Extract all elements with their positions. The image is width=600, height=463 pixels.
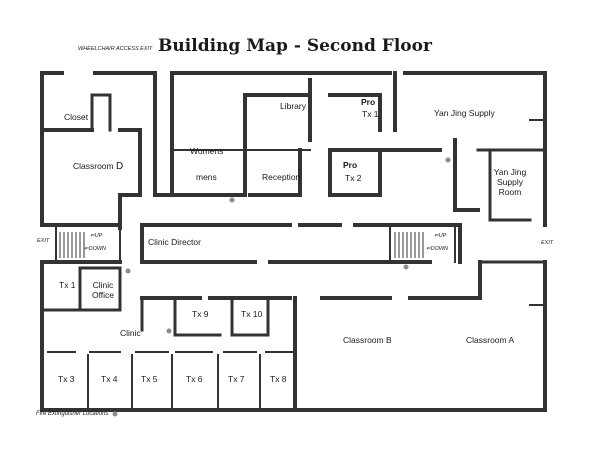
fire-extinguisher-markers <box>112 157 451 417</box>
extinguisher-icon <box>166 328 172 334</box>
room-classroom-d: Classroom D <box>73 161 124 172</box>
stair-right-down: ⇐DOWN <box>426 246 449 252</box>
stair-right-up: ⇐UP <box>434 233 447 239</box>
room-pro-tx1: Tx 1 <box>362 109 379 119</box>
room-closet: Closet <box>64 112 89 122</box>
extinguisher-icon <box>112 411 118 417</box>
room-tx6: Tx 6 <box>186 374 203 384</box>
extinguisher-icon <box>403 264 409 270</box>
wheelchair-exit-label: WHEELCHAIR ACCESS EXIT <box>78 46 153 52</box>
room-mens: mens <box>196 172 217 182</box>
room-tx8: Tx 8 <box>270 374 287 384</box>
room-tx10: Tx 10 <box>241 309 263 319</box>
walls <box>40 71 547 412</box>
room-yan-jing-supply: Yan Jing Supply <box>434 108 495 118</box>
room-classroom-b: Classroom B <box>343 335 392 345</box>
room-tx9: Tx 9 <box>192 309 209 319</box>
stair-left-down: ⇐DOWN <box>84 246 107 252</box>
room-tx4: Tx 4 <box>101 374 118 384</box>
room-clinic: Clinic <box>120 328 141 338</box>
room-pro-tx1-title: Pro <box>361 97 376 107</box>
exit-right-label: EXIT <box>541 240 554 246</box>
map-title: Building Map - Second Floor <box>158 36 432 56</box>
stair-left <box>59 232 85 258</box>
room-tx7: Tx 7 <box>228 374 245 384</box>
room-tx1: Tx 1 <box>59 280 76 290</box>
extinguisher-icon <box>229 197 235 203</box>
extinguisher-icon <box>125 268 131 274</box>
room-pro-tx2-title: Pro <box>343 160 358 170</box>
room-tx5: Tx 5 <box>141 374 158 384</box>
room-yan-jing-supply-room: Yan Jing Supply Room <box>493 167 527 197</box>
room-classroom-a: Classroom A <box>466 335 515 345</box>
stair-left-up: ⇐UP <box>90 233 103 239</box>
extinguisher-icon <box>445 157 451 163</box>
room-clinic-office: Clinic Office <box>91 280 115 300</box>
stair-right <box>394 232 424 258</box>
room-library: Library <box>280 101 306 111</box>
room-reception: Reception <box>262 172 301 182</box>
fire-extinguisher-legend: Fire Extinguisher Locations <box>36 411 109 417</box>
room-womens: Womens <box>190 146 224 156</box>
room-clinic-director: Clinic Director <box>148 237 201 247</box>
exit-left-label: EXIT <box>37 238 50 244</box>
room-tx3: Tx 3 <box>58 374 75 384</box>
room-pro-tx2: Tx 2 <box>345 173 362 183</box>
